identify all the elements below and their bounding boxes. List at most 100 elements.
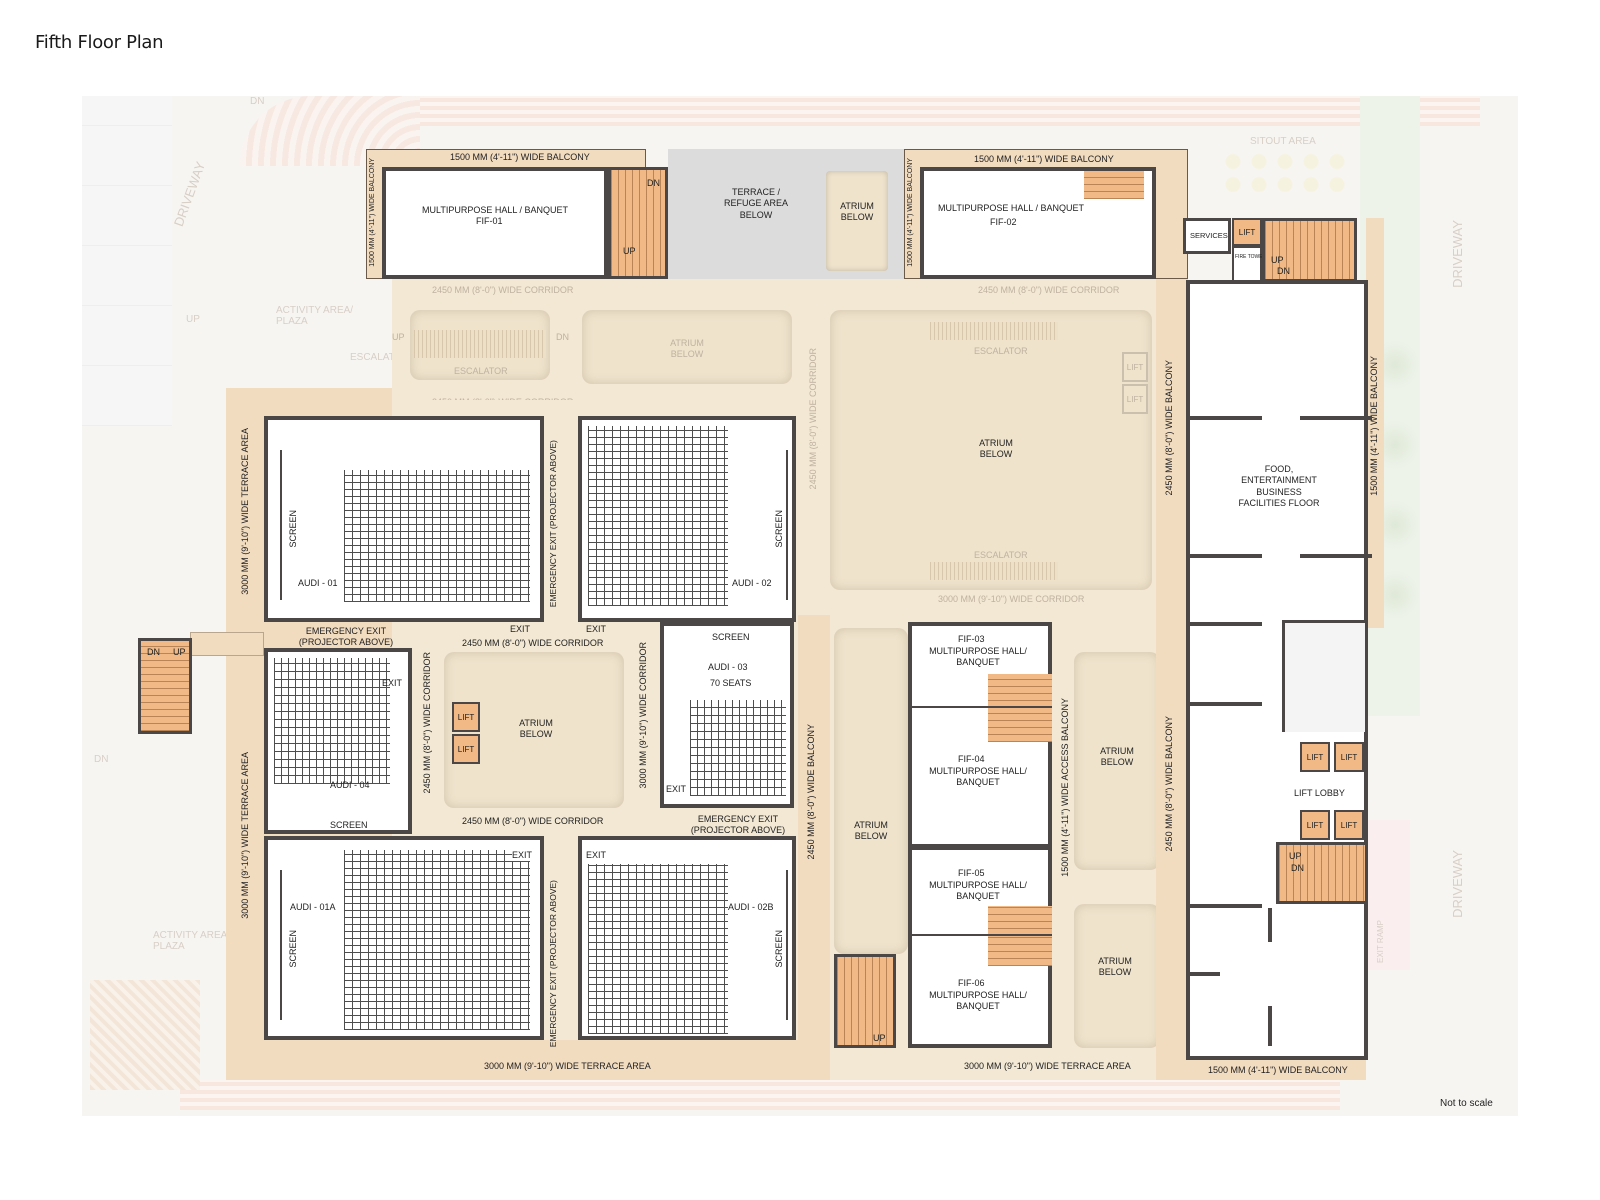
atrium-middle-label: ATRIUM BELOW	[854, 820, 888, 842]
stair-right-lobby[interactable]: UP DN	[1276, 842, 1368, 904]
atrium-right-2: ATRIUM BELOW	[1074, 904, 1160, 1048]
corridor-label-bottom: 3000 MM (9'-10") WIDE CORRIDOR	[938, 594, 1085, 604]
room-fif06[interactable]: FIF-06 MULTIPURPOSE HALL/ BANQUET	[908, 934, 1052, 1048]
audi-01a-exit: EXIT	[512, 850, 533, 862]
screen-label: SCREEN	[288, 510, 298, 548]
stair-fif03[interactable]	[988, 674, 1052, 708]
escalator-up-label: UP	[392, 332, 405, 342]
room-fif05[interactable]: FIF-05 MULTIPURPOSE HALL/ BANQUET	[908, 846, 1052, 936]
lift-atrium-2[interactable]: LIFT	[1122, 384, 1148, 414]
partition	[1300, 554, 1372, 558]
lift-atrium-1[interactable]: LIFT	[1122, 352, 1148, 382]
screen-label: SCREEN	[288, 930, 298, 968]
atrium-right-2-label: ATRIUM BELOW	[1098, 956, 1132, 978]
driveway-label-right-top: DRIVEWAY	[1450, 220, 1465, 288]
stair-fif04[interactable]	[988, 708, 1052, 742]
room-audi-01a[interactable]: SCREEN AUDI - 01A EXIT	[264, 836, 544, 1040]
services-room[interactable]: SERVICES	[1183, 218, 1231, 254]
escalator-steps	[414, 330, 546, 358]
escalator-steps-top	[930, 322, 1058, 340]
stair-middle[interactable]: UP	[834, 954, 896, 1048]
balcony-right-edge	[1366, 218, 1384, 628]
food-facilities-label: FOOD, ENTERTAINMENT BUSINESS FACILITIES …	[1238, 464, 1320, 508]
fif05-name: MULTIPURPOSE HALL/ BANQUET	[929, 880, 1027, 902]
atrium-right-1-label: ATRIUM BELOW	[1100, 746, 1134, 768]
fif03-name: MULTIPURPOSE HALL/ BANQUET	[929, 646, 1027, 668]
stair-dn-label-left: DN	[94, 754, 109, 765]
stair-up-label: UP	[173, 647, 186, 657]
lift-lobby-4[interactable]: LIFT	[1334, 810, 1364, 840]
stair-top-right[interactable]: UP DN	[1262, 218, 1357, 282]
lift-lobby-1[interactable]: LIFT	[1300, 742, 1330, 772]
audi-04-screen: SCREEN	[330, 820, 368, 830]
room-fif02-name: MULTIPURPOSE HALL / BANQUET	[938, 203, 1085, 213]
stair-up-label: UP	[873, 1033, 886, 1043]
audi-03-seats: 70 SEATS	[710, 678, 752, 688]
balcony-label-fif01-side: 1500 MM (4'-11") WIDE BALCONY	[369, 158, 376, 267]
partition	[1190, 622, 1262, 626]
fire-tower: FIRE TOWER	[1232, 246, 1266, 282]
plaza-strip-top	[420, 96, 1480, 126]
room-fif04[interactable]: FIF-04 MULTIPURPOSE HALL/ BANQUET	[908, 706, 1052, 848]
stair-dn-label: DN	[1277, 266, 1290, 276]
seating-audi-03	[690, 700, 786, 796]
audi-04-label: AUDI - 04	[330, 780, 370, 790]
stair-fif06[interactable]	[988, 936, 1052, 966]
balcony-label-right-bottom: 2450 MM (8'-0") WIDE BALCONY	[1164, 716, 1174, 852]
activity-area-label: ACTIVITY AREA/ PLAZA	[276, 305, 354, 327]
room-fif02[interactable]: MULTIPURPOSE HALL / BANQUET FIF-02	[920, 167, 1156, 279]
sitout-tables	[1220, 150, 1350, 196]
room-fif01[interactable]: MULTIPURPOSE HALL / BANQUET FIF-01	[382, 167, 608, 279]
audi-01a-label: AUDI - 01A	[290, 902, 336, 912]
lift-lobby-2[interactable]: LIFT	[1334, 742, 1364, 772]
balcony-middle	[798, 615, 830, 1080]
balcony-label-right-bottom-strip: 1500 MM (4'-11") WIDE BALCONY	[1208, 1065, 1348, 1075]
lift-lobby-3[interactable]: LIFT	[1300, 810, 1330, 840]
audi-03-exit: EXIT	[666, 784, 687, 794]
seating-audi-01a	[344, 850, 530, 1030]
seating-audi-02b	[588, 864, 728, 1034]
emergency-exit-label-1: EMERGENCY EXIT (PROJECTOR ABOVE)	[548, 440, 558, 608]
stair-fif02[interactable]	[1084, 171, 1144, 199]
room-audi-02[interactable]: SCREEN AUDI - 02	[578, 416, 796, 622]
exit-label-b: EXIT	[586, 624, 607, 634]
room-audi-04[interactable]: EXIT AUDI - 04 SCREEN	[264, 648, 412, 834]
room-audi-02b[interactable]: EXIT AUDI - 02B SCREEN	[578, 836, 796, 1040]
room-audi-01[interactable]: SCREEN AUDI - 01	[264, 416, 544, 622]
plaza-strip-bottom	[180, 1080, 1340, 1110]
lift-center-1[interactable]: LIFT	[452, 702, 480, 732]
stair-up-label: UP	[623, 246, 636, 256]
audi-03-screen: SCREEN	[712, 632, 750, 642]
stair-up-label: UP	[1289, 851, 1302, 861]
audi-02b-exit: EXIT	[586, 850, 607, 860]
escalator-label-top: ESCALATOR	[974, 346, 1028, 356]
fif06-name: MULTIPURPOSE HALL/ BANQUET	[929, 990, 1027, 1012]
access-balcony-label: 1500 MM (4'-11") WIDE ACCESS BALCONY	[1060, 698, 1070, 877]
services-label: SERVICES	[1190, 231, 1228, 240]
atrium-top-small: ATRIUM BELOW	[826, 171, 888, 271]
stair-fif05[interactable]	[988, 906, 1052, 936]
room-fif03[interactable]: FIF-03 MULTIPURPOSE HALL/ BANQUET	[908, 622, 1052, 708]
corridor-label-v-right: 3000 MM (9'-10") WIDE CORRIDOR	[638, 642, 648, 789]
emergency-exit-label-4: EMERGENCY EXIT (PROJECTOR ABOVE)	[548, 880, 558, 1048]
stair-left-external[interactable]: DN UP	[138, 638, 192, 734]
atrium-main: ESCALATOR ATRIUM BELOW ESCALATOR LIFT LI…	[830, 310, 1152, 590]
partition	[1190, 972, 1220, 976]
screen-label: SCREEN	[774, 510, 784, 548]
lift-center-2[interactable]: LIFT	[452, 734, 480, 764]
emergency-exit-label-2: EMERGENCY EXIT (PROJECTOR ABOVE)	[298, 626, 394, 648]
plaza-steps-left	[90, 980, 200, 1090]
lift-top-right[interactable]: LIFT	[1232, 218, 1262, 246]
fif05-code: FIF-05	[958, 868, 985, 878]
room-audi-03[interactable]: SCREEN AUDI - 03 70 SEATS EXIT	[660, 622, 794, 808]
fif04-name: MULTIPURPOSE HALL/ BANQUET	[929, 766, 1027, 788]
stair-fif01[interactable]: DN UP	[608, 167, 668, 279]
audi-01-label: AUDI - 01	[298, 578, 338, 588]
stair-dn-label: DN	[250, 96, 265, 107]
scale-note: Not to scale	[1440, 1098, 1493, 1109]
escalator-dn-label: DN	[556, 332, 569, 342]
corridor-label-lower: 2450 MM (8'-0") WIDE CORRIDOR	[462, 816, 604, 826]
terrace-label-middle: 3000 MM (9'-10") WIDE TERRACE AREA	[964, 1061, 1131, 1071]
corridor-label-v-left: 2450 MM (8'-0") WIDE CORRIDOR	[422, 652, 432, 794]
screen-line	[786, 450, 788, 600]
